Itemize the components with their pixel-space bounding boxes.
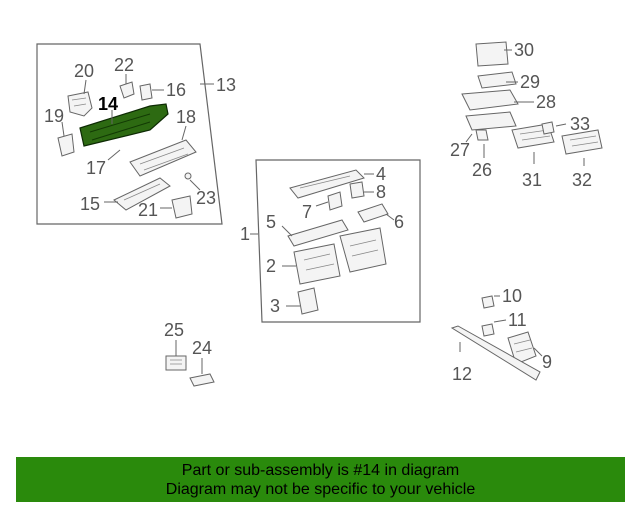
part-5-panel: [287, 219, 349, 247]
callout-6[interactable]: 6: [394, 212, 404, 232]
banner-line-1: Part or sub-assembly is #14 in diagram: [181, 461, 460, 479]
callout-18[interactable]: 18: [176, 107, 196, 127]
callout-8[interactable]: 8: [376, 182, 386, 202]
callout-27[interactable]: 27: [450, 140, 470, 160]
part-8-bracket: [349, 181, 365, 199]
callout-25[interactable]: 25: [164, 320, 184, 340]
part-10-bolt: [481, 295, 495, 309]
part-30-box: [475, 41, 509, 67]
callout-5[interactable]: 5: [266, 212, 276, 232]
part-7-bracket: [327, 191, 343, 211]
part-dash-panel: [339, 227, 387, 273]
callout-17[interactable]: 17: [86, 158, 106, 178]
callout-24[interactable]: 24: [192, 338, 212, 358]
part-3-bracket: [297, 287, 319, 315]
callout-19[interactable]: 19: [44, 106, 64, 126]
callout-14[interactable]: 14: [98, 94, 118, 114]
callout-21[interactable]: 21: [138, 200, 158, 220]
parts-diagram: 13 1 20 22 16 19 14 17 18: [36, 40, 603, 387]
callout-28[interactable]: 28: [536, 92, 556, 112]
callout-11[interactable]: 11: [508, 310, 527, 330]
callout-4[interactable]: 4: [376, 164, 386, 184]
part-11-nut: [481, 323, 495, 337]
callout-20[interactable]: 20: [74, 61, 94, 81]
callout-31[interactable]: 31: [522, 170, 542, 190]
part-4-panel: [289, 169, 365, 199]
part-24-clip: [189, 373, 215, 387]
part-18-rail: [129, 139, 197, 177]
callout-30[interactable]: 30: [514, 40, 534, 60]
callout-15[interactable]: 15: [80, 194, 100, 214]
part-26-clip: [475, 129, 489, 141]
part-2-panel: [293, 243, 341, 285]
callout-10[interactable]: 10: [502, 286, 522, 306]
part-25-label: [165, 355, 187, 371]
part-19-bracket: [57, 133, 75, 157]
callout-22[interactable]: 22: [114, 55, 134, 75]
part-33-clip: [541, 121, 555, 135]
part-32-member: [561, 129, 603, 155]
part-14-highlighted-rail: [79, 103, 169, 147]
part-6-bracket: [357, 203, 389, 223]
callout-33[interactable]: 33: [570, 114, 590, 134]
callout-16[interactable]: 16: [166, 80, 186, 100]
part-16-clip: [139, 83, 153, 101]
callout-2[interactable]: 2: [266, 256, 276, 276]
info-banner: Part or sub-assembly is #14 in diagram D…: [16, 457, 625, 502]
part-22-clip: [119, 81, 135, 99]
callout-3[interactable]: 3: [270, 296, 280, 316]
callout-26[interactable]: 26: [472, 160, 492, 180]
callout-9[interactable]: 9: [542, 352, 552, 372]
callout-29[interactable]: 29: [520, 72, 540, 92]
part-27-bracket: [465, 111, 517, 131]
callout-1[interactable]: 1: [240, 224, 250, 244]
callout-32[interactable]: 32: [572, 170, 592, 190]
callout-23[interactable]: 23: [196, 188, 216, 208]
part-23-bolt: [184, 172, 192, 180]
banner-line-2: Diagram may not be specific to your vehi…: [165, 480, 476, 498]
part-28-member: [461, 89, 519, 111]
part-12-crossmember: [450, 325, 541, 381]
callout-7[interactable]: 7: [302, 202, 312, 222]
callout-13[interactable]: 13: [216, 75, 236, 95]
group-frame-1: [255, 159, 421, 323]
part-9-bracket: [507, 331, 537, 365]
part-21-bracket: [171, 195, 193, 219]
callout-12[interactable]: 12: [452, 364, 472, 384]
part-15-rail: [113, 177, 171, 211]
part-29-plate: [477, 71, 517, 89]
